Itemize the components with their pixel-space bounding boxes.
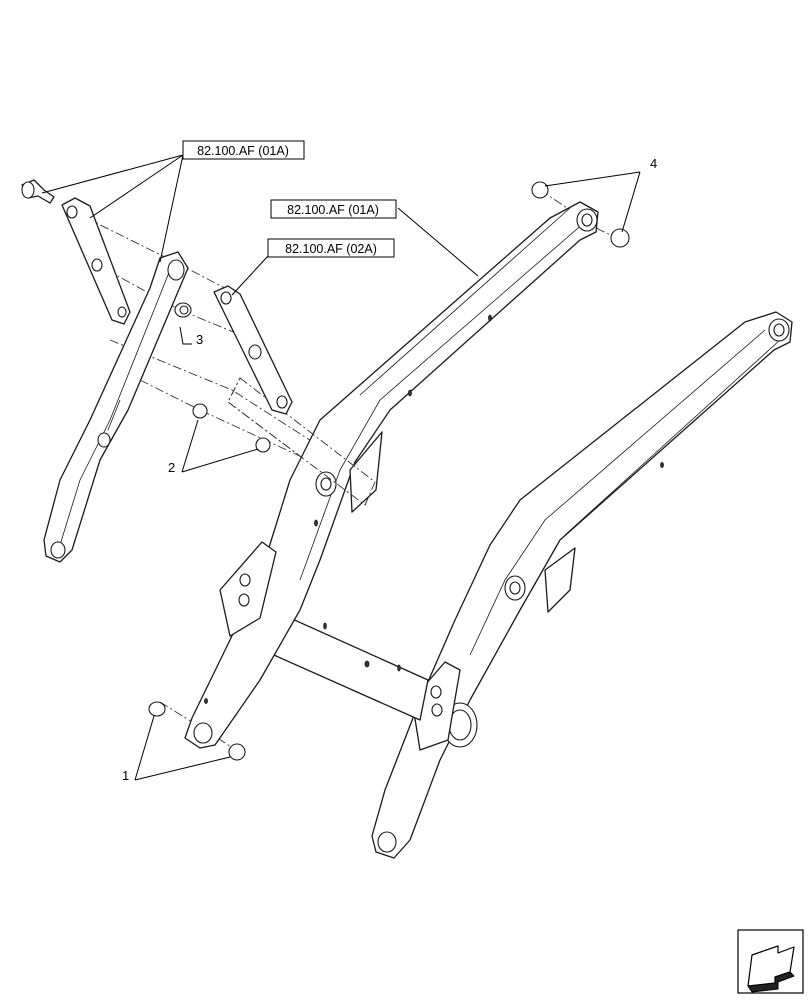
bushing-2a [192, 403, 208, 419]
link-arm [43, 251, 189, 563]
callout-1: 1 [122, 768, 129, 783]
bushing-4b [610, 228, 630, 248]
bushing-3 [174, 302, 192, 318]
link-plate-upper [61, 197, 131, 325]
callout-4: 4 [650, 156, 657, 171]
reference-label[interactable]: 82.100.AF (01A) [287, 203, 379, 217]
right-boom-arm [371, 311, 793, 859]
callout-2: 2 [168, 460, 175, 475]
callout-3: 3 [196, 332, 203, 347]
reference-box-top-left[interactable]: 82.100.AF (01A) [182, 140, 305, 160]
left-boom-arm [184, 201, 599, 749]
bushing-2b [255, 437, 271, 453]
reference-box-boom[interactable]: 82.100.AF (01A) [270, 199, 397, 219]
reference-label[interactable]: 82.100.AF (01A) [197, 144, 289, 158]
leader-lines [41, 154, 641, 781]
bushing-4a [531, 181, 549, 199]
reference-box-plate[interactable]: 82.100.AF (02A) [267, 238, 395, 258]
link-plate-lower [213, 285, 293, 415]
bushing-1a [148, 701, 166, 717]
pin [21, 179, 55, 204]
bushing-1b [228, 743, 246, 761]
next-page-arrow-icon[interactable] [737, 929, 804, 994]
plate-position-outline [227, 377, 376, 506]
reference-label[interactable]: 82.100.AF (02A) [285, 242, 377, 256]
